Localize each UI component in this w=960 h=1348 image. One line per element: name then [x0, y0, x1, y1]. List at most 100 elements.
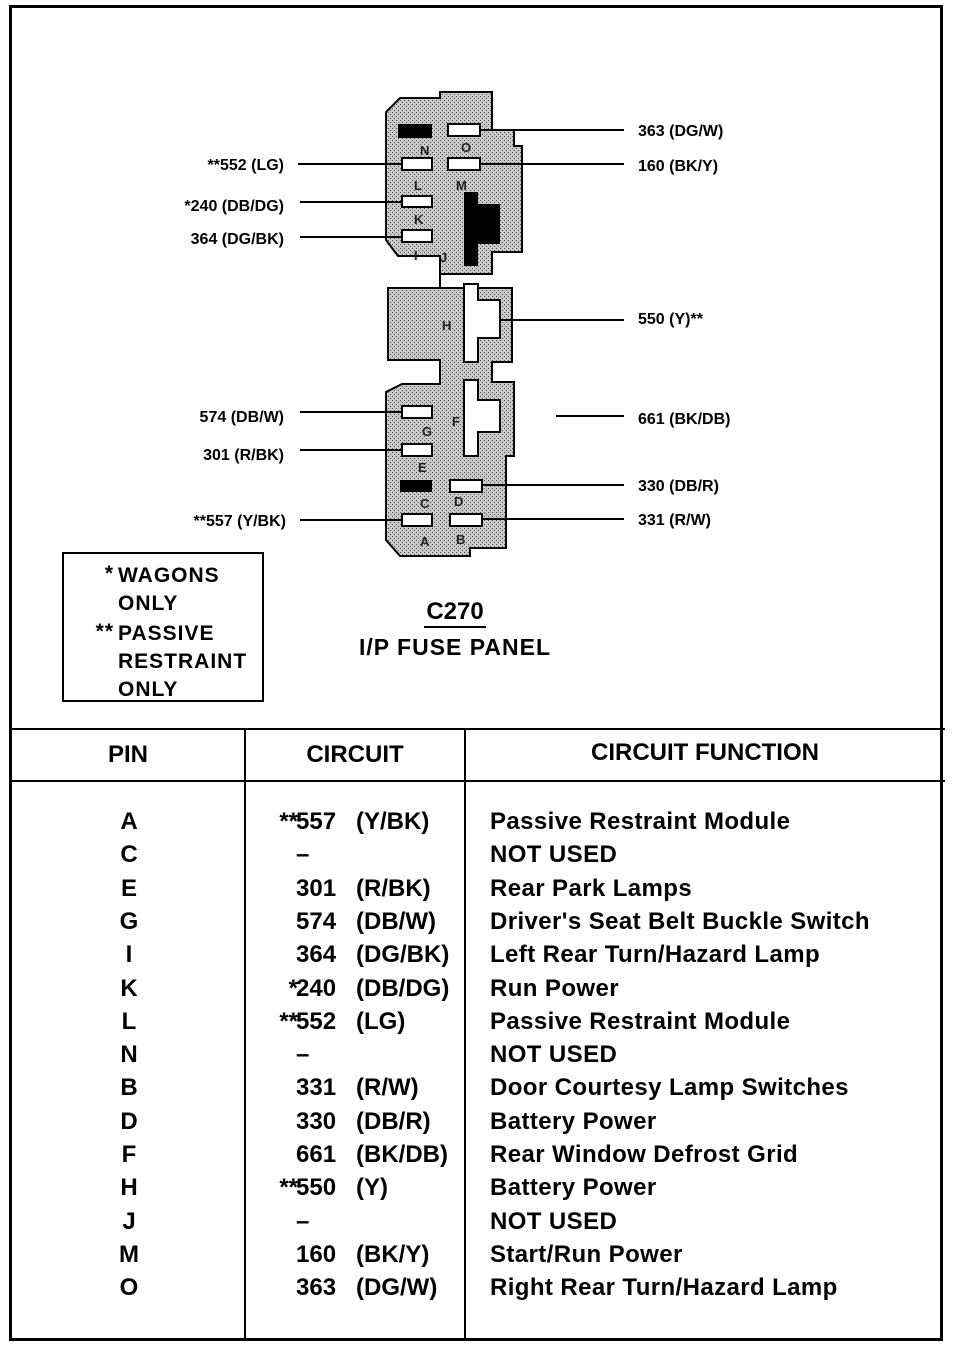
connector-name: C270	[424, 598, 486, 628]
column-divider	[464, 728, 466, 1341]
circuit-number: 364	[296, 941, 337, 968]
callout-label-left: *240 (DB/DG)	[184, 198, 284, 215]
table-header-band	[12, 728, 945, 782]
wire-color: (DG/BK)	[356, 941, 450, 968]
wire-color: (DB/W)	[356, 908, 436, 935]
cavity-group	[398, 123, 501, 527]
pin-letter: K	[414, 212, 424, 227]
circuit-function: Passive Restraint Module	[490, 1008, 791, 1035]
pin-cell: N	[120, 1041, 138, 1068]
pin-cell: M	[119, 1241, 139, 1268]
cavity-a	[401, 513, 433, 527]
header-circuit: CIRCUIT	[306, 741, 404, 768]
cavity-l	[401, 157, 433, 171]
connector-description: I/P FUSE PANEL	[358, 634, 552, 660]
circuit-number: 363	[296, 1274, 337, 1301]
pin-cell: A	[120, 808, 138, 835]
wire-color: (Y)	[356, 1174, 388, 1201]
cavity-d	[449, 479, 483, 493]
pin-cell: L	[121, 1008, 137, 1035]
circuit-number: 240	[296, 975, 337, 1002]
footnote-mark: **	[279, 808, 298, 835]
column-divider	[244, 728, 246, 1341]
cavity-e	[401, 443, 433, 457]
pin-cell: G	[119, 908, 139, 935]
wire-color: (LG)	[356, 1008, 406, 1035]
callout-label-left: **557 (Y/BK)	[194, 513, 286, 530]
callout-label-left: 301 (R/BK)	[203, 447, 284, 464]
circuit-function: Rear Park Lamps	[490, 875, 693, 902]
circuit-function: Right Rear Turn/Hazard Lamp	[490, 1274, 838, 1301]
cavity-n	[398, 124, 432, 138]
pin-cell: D	[120, 1108, 138, 1135]
cavity-i	[401, 229, 433, 243]
circuit-function: Rear Window Defrost Grid	[490, 1141, 799, 1168]
pin-letter: A	[420, 534, 430, 549]
circuit-function: NOT USED	[490, 1041, 618, 1068]
circuit-number: 574	[296, 908, 337, 935]
pin-letter: C	[420, 496, 430, 511]
callout-label-right: 160 (BK/Y)	[638, 158, 718, 175]
circuit-number: –	[296, 1041, 310, 1068]
cavity-k	[401, 195, 433, 208]
circuit-number: 552	[296, 1008, 337, 1035]
wire-color: (BK/Y)	[356, 1241, 430, 1268]
circuit-number: 160	[296, 1241, 337, 1268]
pin-table: PIN CIRCUIT CIRCUIT FUNCTION A**557(Y/BK…	[12, 728, 945, 1341]
cavity-b	[449, 513, 483, 527]
pin-letter: G	[422, 424, 432, 439]
pin-cell: E	[120, 875, 137, 902]
legend-text: PASSIVE RESTRAINT ONLY	[118, 622, 248, 701]
header-pin: PIN	[107, 741, 148, 768]
circuit-function: NOT USED	[490, 841, 618, 868]
pin-letter: N	[420, 143, 429, 158]
pin-cell: K	[120, 975, 138, 1002]
cavity-c	[400, 480, 432, 492]
pin-letter: M	[456, 178, 467, 193]
cavity-f	[463, 379, 501, 457]
connector-title: C270 I/P FUSE PANEL	[330, 598, 580, 661]
wire-color: (R/BK)	[356, 875, 431, 902]
circuit-number: 330	[296, 1108, 337, 1135]
legend-text: WAGONS ONLY	[118, 564, 220, 615]
connector-diagram: N O L M K I J H G F E C D A B **552 (LG)…	[184, 91, 730, 557]
circuit-function: Left Rear Turn/Hazard Lamp	[490, 941, 821, 968]
wire-color: (DB/DG)	[356, 975, 450, 1002]
wire-color: (DB/R)	[356, 1108, 431, 1135]
circuit-number: 550	[296, 1174, 337, 1201]
circuit-function: Battery Power	[490, 1108, 657, 1135]
pin-cell: I	[125, 941, 133, 968]
pin-cell: C	[120, 841, 138, 868]
footnote-mark: **	[279, 1008, 298, 1035]
pin-letters: N O L M K I J H G F E C D A B	[414, 140, 471, 549]
header-function: CIRCUIT FUNCTION	[591, 739, 819, 766]
legend-box: * WAGONS ONLY ** PASSIVE RESTRAINT ONLY	[62, 552, 264, 702]
pin-letter: O	[461, 140, 471, 155]
callout-label-left: 574 (DB/W)	[200, 409, 284, 426]
circuit-number: 557	[296, 808, 337, 835]
pin-letter: E	[418, 460, 427, 475]
circuit-function: Start/Run Power	[490, 1241, 683, 1268]
pin-cell: J	[122, 1208, 136, 1235]
circuit-function: Driver's Seat Belt Buckle Switch	[490, 908, 870, 935]
circuit-function: NOT USED	[490, 1208, 618, 1235]
diagram-frame	[9, 5, 943, 1341]
legend-mark: **	[95, 620, 114, 643]
circuit-number: –	[296, 841, 310, 868]
callout-label-left: 364 (DG/BK)	[191, 231, 284, 248]
wire-color: (R/W)	[356, 1074, 419, 1101]
circuit-number: 301	[296, 875, 337, 902]
wire-color: (Y/BK)	[356, 808, 430, 835]
circuit-function: Battery Power	[490, 1174, 657, 1201]
legend-mark: *	[104, 562, 114, 585]
circuit-function: Run Power	[490, 975, 619, 1002]
callout-label-right: 331 (R/W)	[638, 512, 711, 529]
cavity-h	[463, 283, 501, 363]
callout-label-right: 661 (BK/DB)	[638, 411, 730, 428]
callout-label-right: 550 (Y)**	[638, 311, 704, 328]
callout-label-right: 363 (DG/W)	[638, 123, 723, 140]
wire-color: (BK/DB)	[356, 1141, 448, 1168]
circuit-function: Passive Restraint Module	[490, 808, 791, 835]
circuit-number: 331	[296, 1074, 337, 1101]
footnote-mark: **	[279, 1174, 298, 1201]
